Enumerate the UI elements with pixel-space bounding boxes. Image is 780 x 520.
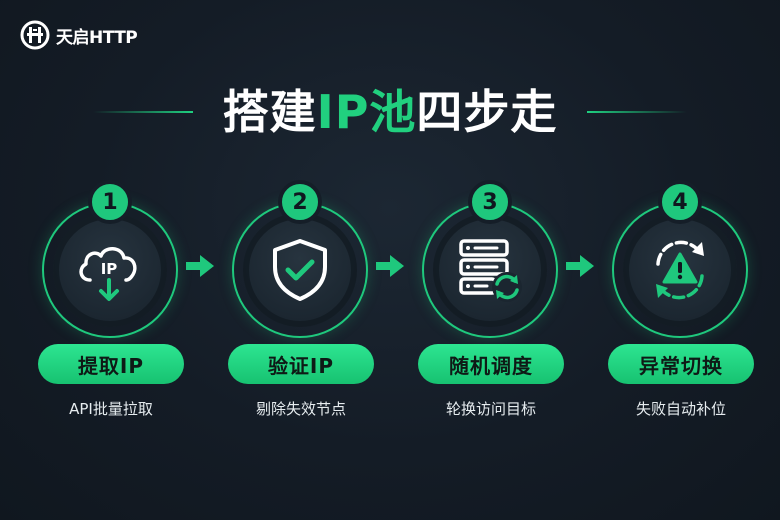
step-number-badge: 1 [88, 180, 132, 224]
title-part1: 搭建 [222, 85, 317, 139]
brand-logo: 天启HTTP [20, 20, 138, 50]
step-4: 4 异常切换 失败自动补位 [602, 180, 762, 440]
arrow-right-icon [566, 255, 594, 277]
shield-check-icon [273, 239, 327, 301]
title-divider-left [92, 111, 193, 113]
step-1: IP 1 提取IP API批量拉取 [32, 180, 192, 440]
step-label-pill: 随机调度 [418, 344, 564, 384]
cloud-ip-download-icon: IP [79, 247, 137, 301]
arrow-right-icon [186, 255, 214, 277]
cloud-ip-text: IP [101, 260, 118, 278]
step-label-pill: 异常切换 [608, 344, 754, 384]
step-icon-circle: IP [53, 213, 167, 327]
step-description: 剔除失效节点 [255, 400, 346, 418]
title-row: 搭建IP池四步走 [0, 82, 780, 142]
server-rotate-icon [459, 239, 522, 302]
step-description: 轮换访问目标 [445, 400, 536, 418]
step-number-badge: 3 [468, 180, 512, 224]
step-icon-circle [433, 213, 547, 327]
brand-name: 天启HTTP [56, 27, 138, 48]
tianqi-logo-icon [20, 20, 50, 50]
step-label-pill: 验证IP [228, 344, 374, 384]
title-divider-right [587, 111, 688, 113]
step-icon-circle [243, 213, 357, 327]
title-part2: 四步走 [416, 85, 558, 139]
warning-refresh-icon [656, 240, 704, 300]
step-icon-circle [623, 213, 737, 327]
step-description: 失败自动补位 [635, 400, 726, 418]
step-number-badge: 2 [278, 180, 322, 224]
step-3: 3 随机调度 轮换访问目标 [412, 180, 572, 440]
arrow-right-icon [376, 255, 404, 277]
page-title: 搭建IP池四步走 [223, 82, 558, 142]
step-label-pill: 提取IP [38, 344, 184, 384]
step-number-badge: 4 [658, 180, 702, 224]
title-highlight: IP池 [316, 85, 417, 139]
step-description: API批量拉取 [69, 400, 153, 418]
step-2: 2 验证IP 剔除失效节点 [222, 180, 382, 440]
